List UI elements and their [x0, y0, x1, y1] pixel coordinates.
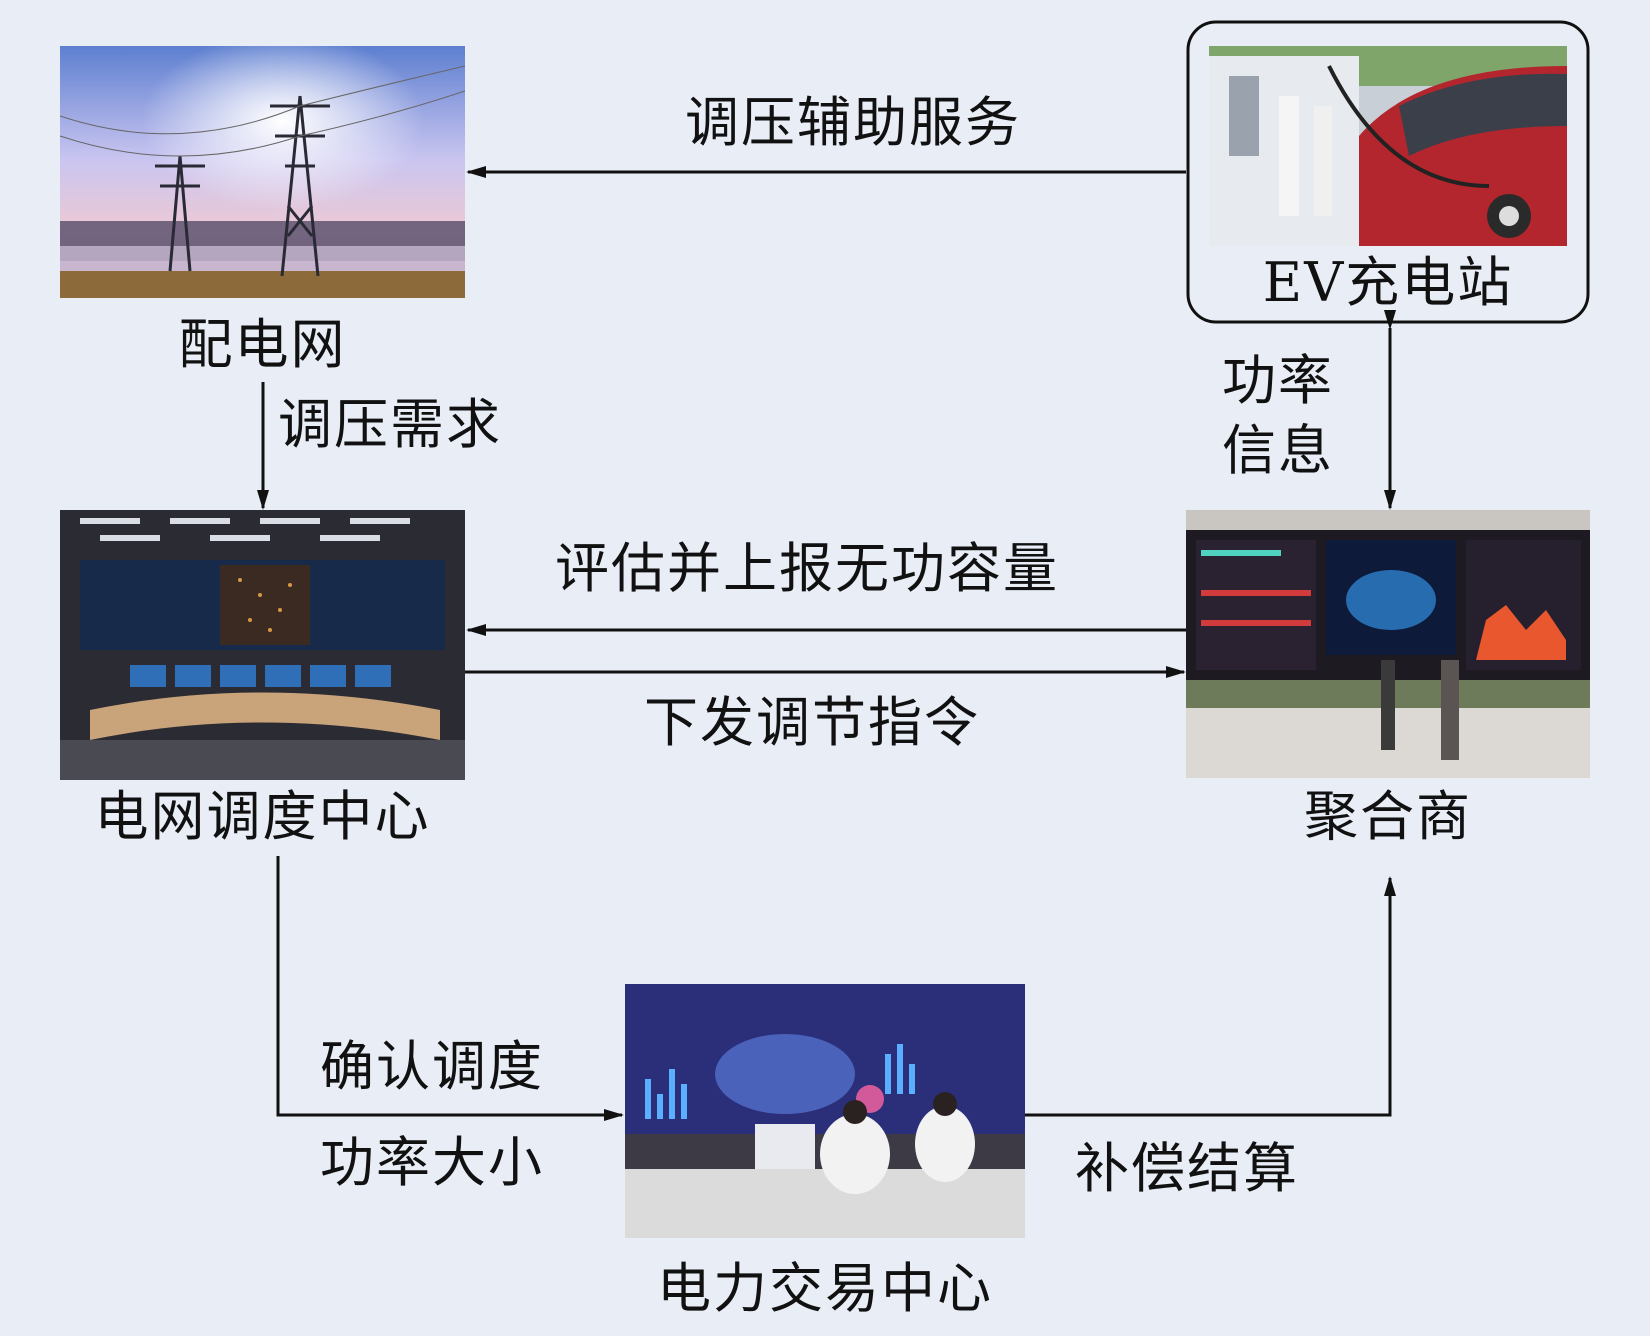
- edge-label-confirm-dispatch-2: 功率大小: [320, 1131, 544, 1194]
- arrow-compensation: [1025, 876, 1396, 1117]
- edge-label-voltage-demand: 调压需求: [278, 393, 502, 456]
- node-label-dispatch-center: 电网调度中心: [94, 785, 431, 848]
- edge-label-power-info-1: 功率: [1222, 349, 1334, 412]
- node-label-trading-center: 电力交易中心: [657, 1257, 993, 1320]
- edge-label-power-info-2: 信息: [1222, 419, 1334, 482]
- aggregator-photo: [1186, 510, 1590, 778]
- node-label-ev-station: EV充电站: [1262, 251, 1514, 314]
- distribution-grid-photo: [60, 46, 465, 298]
- node-label-aggregator: 聚合商: [1304, 785, 1472, 848]
- node-label-distribution-grid: 配电网: [178, 313, 347, 376]
- edge-label-report-capacity: 评估并上报无功容量: [555, 537, 1059, 600]
- edge-label-confirm-dispatch-1: 确认调度: [320, 1035, 544, 1098]
- ev-station-frame: [1186, 20, 1590, 324]
- edge-label-issue-command: 下发调节指令: [644, 691, 980, 754]
- trading-center-photo: [625, 984, 1025, 1238]
- edge-label-voltage-service: 调压辅助服务: [685, 91, 1021, 154]
- arrow-confirm-dispatch: [276, 856, 624, 1121]
- edge-label-compensation: 补偿结算: [1075, 1137, 1299, 1200]
- dispatch-center-photo: [60, 510, 465, 780]
- ev-station-photo: [1209, 46, 1567, 246]
